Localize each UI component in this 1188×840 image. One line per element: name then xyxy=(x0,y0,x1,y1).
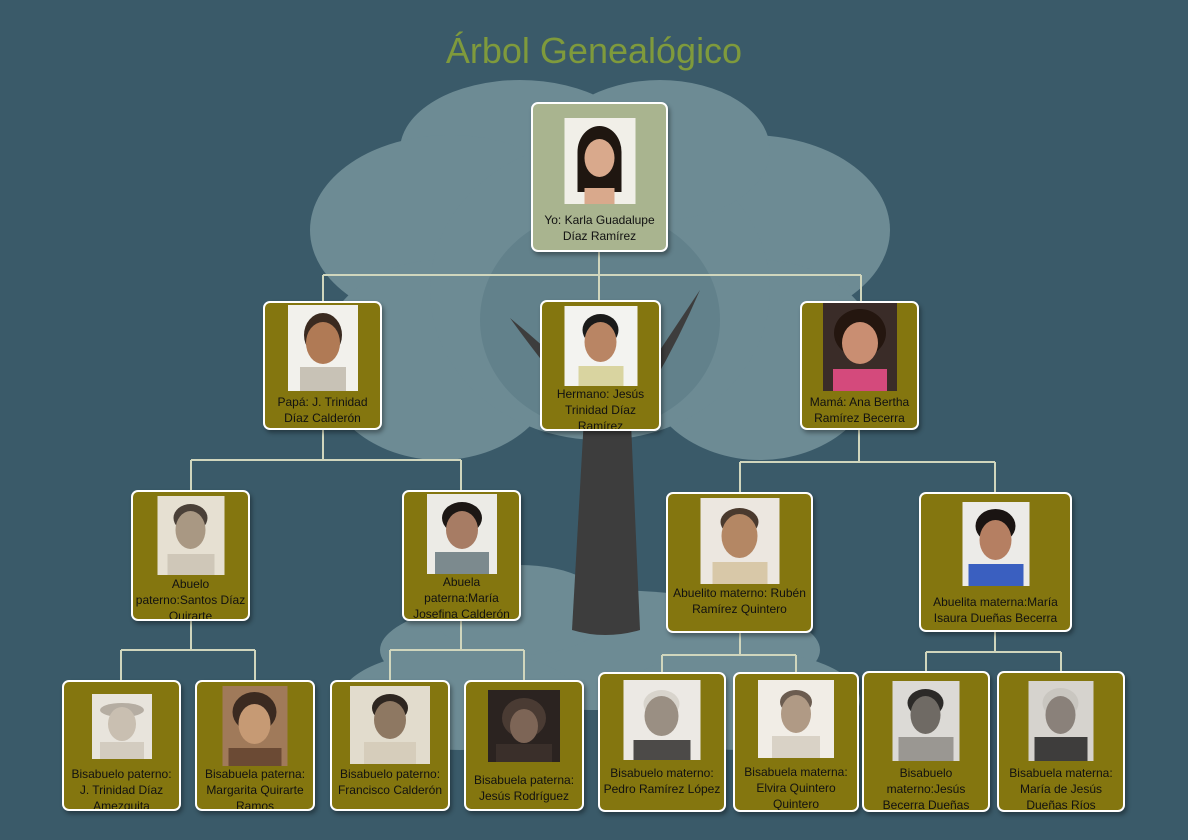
person-label: Bisabuela materna: Elvira Quintero Quint… xyxy=(737,764,855,812)
person-card-ggpa-4[interactable]: Bisabuelo materno:Jesús Becerra Dueñas xyxy=(862,671,990,812)
person-card-ggma-2[interactable]: Bisabuela paterna: Jesús Rodríguez xyxy=(464,680,584,811)
person-label: Bisabuelo materno: Pedro Ramírez López xyxy=(602,765,722,797)
page-title: Árbol Genealógico xyxy=(0,30,1188,72)
portrait-old-woman-gray-photo xyxy=(1029,681,1094,761)
person-card-dad[interactable]: Papá: J. Trinidad Díaz Calderón xyxy=(263,301,382,430)
portrait-old-man-gray-photo xyxy=(893,681,960,761)
portrait-old-man-gray-photo xyxy=(624,680,701,760)
portrait-old-man-sepia-photo xyxy=(157,496,224,575)
person-label: Abuelo paterno:Santos Díaz Quirarte xyxy=(135,576,246,621)
person-card-ggpa-2[interactable]: Bisabuelo paterno: Francisco Calderón xyxy=(330,680,450,811)
person-card-grandma-maternal[interactable]: Abuelita materna:María Isaura Dueñas Bec… xyxy=(919,492,1072,632)
portrait-girl-photo xyxy=(564,118,635,204)
person-card-grandma-paternal[interactable]: Abuela paterna:María Josefina Calderón xyxy=(402,490,521,621)
portrait-old-woman-dark-photo xyxy=(488,690,560,762)
person-label: Abuela paterna:María Josefina Calderón xyxy=(406,574,517,621)
portrait-old-woman-sepia-photo xyxy=(223,686,288,766)
person-label: Hermano: Jesús Trinidad Díaz Ramírez xyxy=(544,386,657,431)
person-label: Papá: J. Trinidad Díaz Calderón xyxy=(267,394,378,426)
person-label: Bisabuelo paterno: J. Trinidad Díaz Amez… xyxy=(66,766,177,811)
person-label: Bisabuela paterna: Margarita Quirarte Ra… xyxy=(199,766,311,811)
person-label: Abuelito materno: Rubén Ramírez Quintero xyxy=(670,585,809,617)
portrait-faded-hat-photo xyxy=(92,694,152,759)
person-label: Bisabuelo materno:Jesús Becerra Dueñas xyxy=(866,765,986,812)
person-card-ggpa-3[interactable]: Bisabuelo materno: Pedro Ramírez López xyxy=(598,672,726,812)
person-label: Abuelita materna:María Isaura Dueñas Bec… xyxy=(923,594,1068,626)
person-card-ggpa-1[interactable]: Bisabuelo paterno: J. Trinidad Díaz Amez… xyxy=(62,680,181,811)
portrait-boy-photo xyxy=(564,306,637,386)
person-card-ggma-1[interactable]: Bisabuela paterna: Margarita Quirarte Ra… xyxy=(195,680,315,811)
portrait-man-sepia-photo xyxy=(350,686,430,764)
person-card-grandpa-maternal[interactable]: Abuelito materno: Rubén Ramírez Quintero xyxy=(666,492,813,633)
person-card-grandpa-paternal[interactable]: Abuelo paterno:Santos Díaz Quirarte xyxy=(131,490,250,621)
portrait-old-man-photo xyxy=(700,498,779,584)
person-label: Mamá: Ana Bertha Ramírez Becerra xyxy=(804,394,915,426)
portrait-woman-photo xyxy=(823,303,897,391)
person-label: Bisabuela paterna: Jesús Rodríguez xyxy=(468,772,580,804)
portrait-man-photo xyxy=(288,305,358,391)
portrait-old-woman-sepia-photo xyxy=(758,680,834,758)
person-card-brother[interactable]: Hermano: Jesús Trinidad Díaz Ramírez xyxy=(540,300,661,431)
person-label: Bisabuelo paterno: Francisco Calderón xyxy=(334,766,446,798)
person-label: Yo: Karla Guadalupe Díaz Ramírez xyxy=(535,212,664,244)
person-card-ggma-3[interactable]: Bisabuela materna: Elvira Quintero Quint… xyxy=(733,672,859,812)
person-card-mom[interactable]: Mamá: Ana Bertha Ramírez Becerra xyxy=(800,301,919,430)
person-card-ggma-4[interactable]: Bisabuela materna: María de Jesús Dueñas… xyxy=(997,671,1125,812)
portrait-old-woman-photo xyxy=(427,494,497,574)
portrait-old-woman-blue-photo xyxy=(962,502,1029,586)
person-label: Bisabuela materna: María de Jesús Dueñas… xyxy=(1001,765,1121,812)
person-card-me[interactable]: Yo: Karla Guadalupe Díaz Ramírez xyxy=(531,102,668,252)
